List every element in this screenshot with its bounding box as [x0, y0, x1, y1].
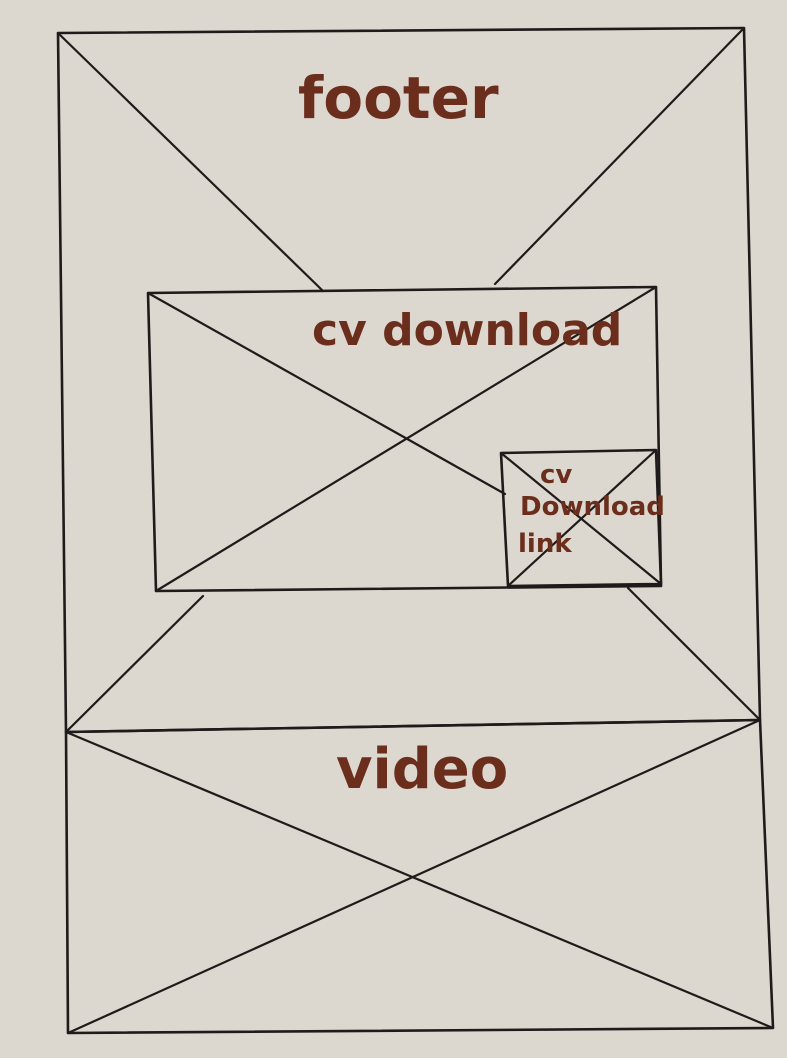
video-cross-line-b — [66, 718, 762, 1035]
cv-download-label: cv download — [312, 305, 622, 356]
footer-cross-line-b — [493, 26, 746, 286]
cv-download-box — [146, 285, 663, 593]
cv-download-link-label-line-2: Download — [520, 492, 665, 522]
footer-cross-line-c — [64, 594, 205, 734]
video-cross-line-a — [64, 730, 775, 1030]
video-placeholder: video — [64, 718, 775, 1035]
video-label: video — [336, 737, 508, 802]
cv-download-link-label-line-1: cv — [540, 460, 572, 490]
footer-placeholder: footer — [56, 26, 762, 734]
footer-box — [56, 26, 762, 734]
footer-cross-line-a — [56, 31, 324, 292]
footer-cross-line-d — [626, 586, 762, 722]
cv-download-link-label: cv Download link — [518, 460, 674, 559]
cv-download-link-label-line-3: link — [518, 529, 572, 559]
footer-label: footer — [298, 64, 499, 132]
cv-download-link-placeholder: cv Download link — [499, 448, 674, 588]
cv-download-placeholder: cv download — [146, 285, 663, 593]
cv-download-link-cross-line-b — [506, 448, 658, 588]
cv-download-cross-line-b — [154, 285, 658, 593]
cv-download-cross-line-a — [146, 291, 507, 496]
